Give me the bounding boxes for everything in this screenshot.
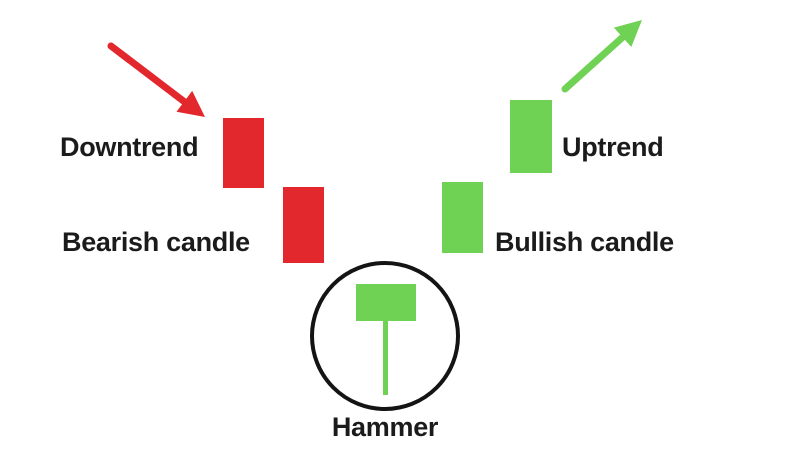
bearish-candle-2 [283,187,324,263]
downtrend-arrow-icon [107,42,205,117]
hammer-label: Hammer [331,412,439,442]
bearish-candle-1 [223,118,264,188]
uptrend-label: Uptrend [562,132,664,162]
bullish-candle-label: Bullish candle [495,227,674,257]
bullish-candle-1 [442,182,483,253]
hammer-candle-wick [383,321,388,395]
hammer-candle-body [356,284,416,321]
downtrend-label: Downtrend [60,132,199,162]
hammer-highlight-circle [310,261,460,411]
uptrend-arrow-icon [561,20,642,93]
bearish-candle-label: Bearish candle [62,227,250,257]
bullish-candle-2 [510,100,552,173]
